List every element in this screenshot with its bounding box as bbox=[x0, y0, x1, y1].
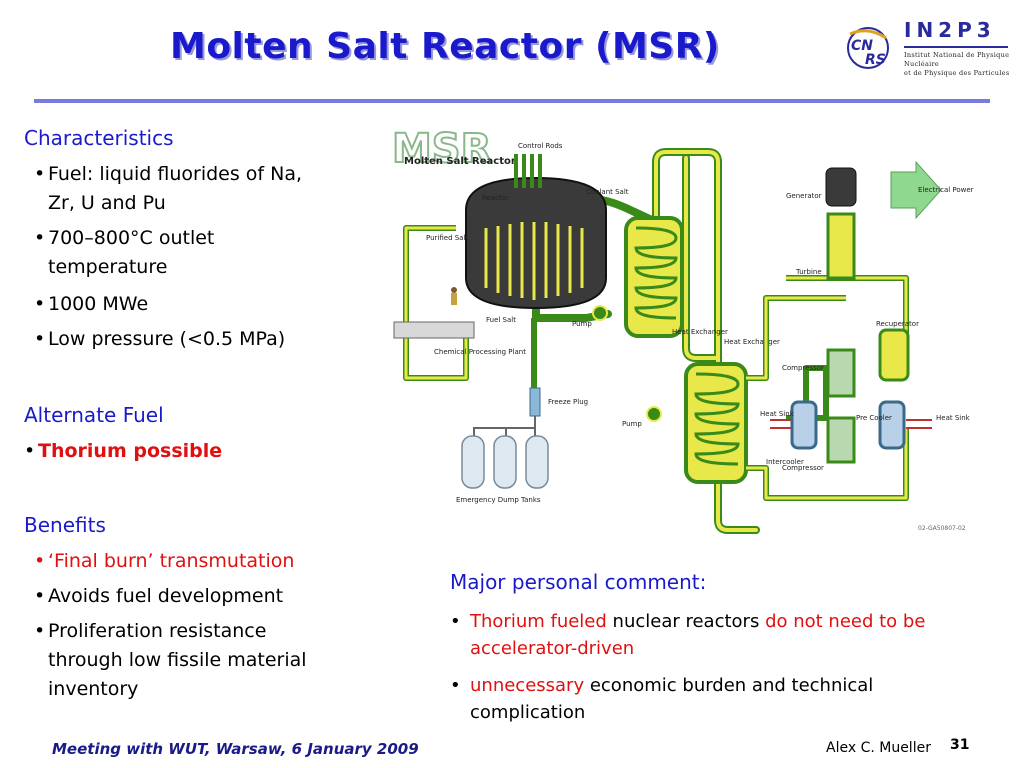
compressor-1 bbox=[826, 348, 856, 398]
alternate-fuel-heading: Alternate Fuel bbox=[24, 403, 164, 427]
in2p3-logo: CN RS IN2P3 Institut National de Physiqu… bbox=[842, 18, 1012, 88]
diagram-logo-big: MSR bbox=[392, 126, 491, 172]
label-coolant-salt: Coolant Salt bbox=[586, 188, 629, 196]
label-compressor-2: Compressor bbox=[782, 464, 824, 472]
label-fuel-salt: Fuel Salt bbox=[486, 316, 516, 324]
comment-list: Thorium fueled nuclear reactors do not n… bbox=[450, 608, 970, 736]
list-item: 1000 MWe bbox=[34, 290, 334, 319]
page-number: 31 bbox=[950, 737, 970, 753]
label-purified-salt: Purified Salt bbox=[426, 234, 468, 242]
logo-divider bbox=[904, 46, 1008, 48]
compressor-2 bbox=[826, 416, 856, 464]
label-pump-2: Pump bbox=[622, 420, 642, 428]
footer-meeting: Meeting with WUT, Warsaw, 6 January 2009 bbox=[52, 740, 419, 758]
generator bbox=[825, 167, 857, 207]
recuperator bbox=[878, 328, 910, 382]
label-intercooler: Intercooler bbox=[766, 458, 804, 466]
dump-tanks bbox=[461, 435, 549, 489]
list-item: Thorium fueled nuclear reactors do not n… bbox=[450, 608, 970, 662]
logo-subtitle: Institut National de Physique Nucléaire … bbox=[904, 51, 1010, 77]
logo-name: IN2P3 bbox=[904, 18, 996, 42]
list-item: Proliferation resistance through low fis… bbox=[34, 617, 334, 704]
title-rule bbox=[34, 99, 990, 103]
label-dump-tanks: Emergency Dump Tanks bbox=[456, 496, 541, 504]
label-reactor: Reactor bbox=[482, 194, 509, 202]
diagram-code: 02-GA50807-02 bbox=[918, 525, 966, 532]
pump-1 bbox=[592, 305, 608, 321]
svg-text:CN: CN bbox=[851, 38, 873, 54]
label-generator: Generator bbox=[786, 192, 822, 200]
label-heat-exchanger-2: Heat Exchanger bbox=[724, 338, 780, 346]
list-item: Thorium possible bbox=[24, 437, 324, 466]
electrical-power-arrow bbox=[890, 160, 942, 220]
label-electrical-power: Electrical Power bbox=[918, 186, 974, 194]
slide-title: Molten Salt Reactor (MSR) bbox=[170, 26, 720, 67]
list-item: Fuel: liquid fluorides of Na, Zr, U and … bbox=[34, 160, 334, 218]
benefits-heading: Benefits bbox=[24, 513, 106, 537]
list-item: ‘Final burn’ transmutation bbox=[34, 547, 334, 576]
label-compressor-1: Compressor bbox=[782, 364, 824, 372]
thorium-possible: Thorium possible bbox=[38, 440, 223, 462]
label-pre-cooler: Pre Cooler bbox=[856, 414, 892, 422]
person-icon bbox=[451, 287, 457, 305]
msr-diagram: MSR Molten Salt Reactor Control Rods Rea… bbox=[391, 125, 974, 534]
label-pump-1: Pump bbox=[572, 320, 592, 328]
label-turbine: Turbine bbox=[795, 268, 822, 276]
list-item: Avoids fuel development bbox=[34, 582, 334, 611]
footer-author: Alex C. Mueller bbox=[826, 740, 931, 756]
pre-cooler bbox=[878, 400, 906, 450]
label-heat-exchanger-1: Heat Exchanger bbox=[672, 328, 728, 336]
list-item: unnecessary economic burden and technica… bbox=[450, 672, 970, 726]
label-control-rods: Control Rods bbox=[518, 142, 563, 150]
turbine bbox=[826, 212, 856, 280]
characteristics-heading: Characteristics bbox=[24, 126, 174, 150]
cnrs-logo-icon: CN RS bbox=[847, 27, 889, 69]
svg-text:RS: RS bbox=[865, 52, 886, 68]
alternate-fuel-list: Thorium possible bbox=[24, 437, 324, 466]
list-item: Low pressure (<0.5 MPa) bbox=[34, 325, 334, 354]
label-chemical-plant: Chemical Processing Plant bbox=[434, 348, 526, 356]
freeze-plug bbox=[529, 387, 541, 417]
diagram-logo-sub: Molten Salt Reactor bbox=[404, 156, 516, 167]
label-freeze-plug: Freeze Plug bbox=[548, 398, 588, 406]
reactor-vessel bbox=[465, 154, 607, 310]
heat-sink-left bbox=[790, 400, 818, 450]
comment-heading: Major personal comment: bbox=[450, 570, 707, 594]
list-item: 700–800°C outlet temperature bbox=[34, 224, 334, 282]
pump-2 bbox=[646, 406, 662, 422]
label-heat-sink-left: Heat Sink bbox=[760, 410, 795, 418]
benefits-list: ‘Final burn’ transmutation Avoids fuel d… bbox=[34, 547, 334, 704]
label-recuperator: Recuperator bbox=[876, 320, 919, 328]
chemical-plant bbox=[393, 321, 475, 339]
characteristics-list: Fuel: liquid fluorides of Na, Zr, U and … bbox=[34, 160, 334, 354]
label-heat-sink-right: Heat Sink bbox=[936, 414, 971, 422]
